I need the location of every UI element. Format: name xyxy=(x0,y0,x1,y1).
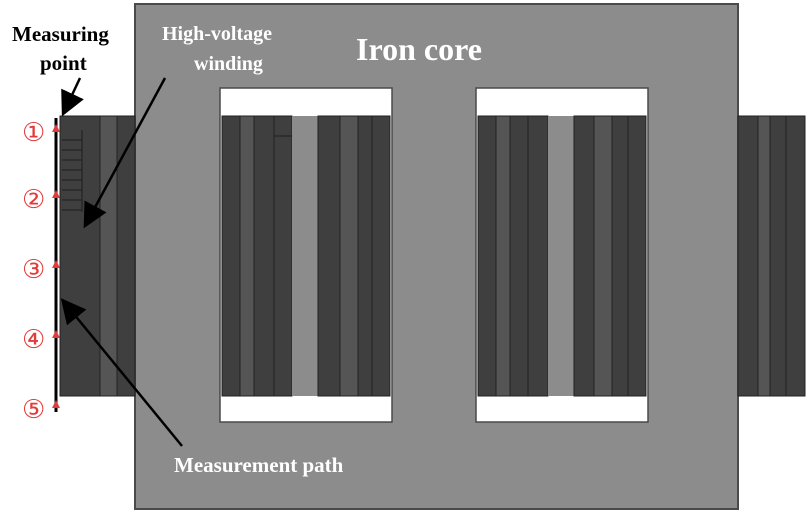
winding-right-window-b xyxy=(573,115,647,397)
winding-left-window-a xyxy=(221,115,293,397)
measurement-path-label: Measurement path xyxy=(174,453,344,477)
iron-core-label: Iron core xyxy=(356,31,482,67)
hv-winding-label-1: High-voltage xyxy=(162,23,272,45)
point-label-2: ② xyxy=(22,185,45,215)
point-marker-5 xyxy=(52,400,60,408)
measuring-point-label-1: Measuring xyxy=(12,22,109,46)
winding-discs xyxy=(62,130,83,212)
point-markers xyxy=(52,124,60,408)
point-label-1: ① xyxy=(22,118,45,148)
point-label-3: ③ xyxy=(22,255,45,285)
point-marker-4 xyxy=(52,330,60,338)
hv-winding-label-2: winding xyxy=(194,53,263,75)
point-marker-3 xyxy=(52,260,60,268)
measuring-point-arrow xyxy=(61,77,84,117)
point-label-4: ④ xyxy=(22,325,45,355)
winding-left-outer xyxy=(59,115,136,397)
point-marker-2 xyxy=(52,190,60,198)
point-marker-1 xyxy=(52,124,60,132)
winding-right-window-a xyxy=(477,115,549,397)
core-center-limb-right xyxy=(548,116,574,396)
measurement-path-arrow xyxy=(60,298,183,447)
point-label-5: ⑤ xyxy=(22,395,45,425)
hv-winding-arrow xyxy=(83,77,167,229)
winding-left-window-b xyxy=(317,115,391,397)
winding-right-outer xyxy=(737,115,806,397)
measuring-point-label-2: point xyxy=(40,51,87,75)
core-center-limb-left xyxy=(292,116,318,396)
